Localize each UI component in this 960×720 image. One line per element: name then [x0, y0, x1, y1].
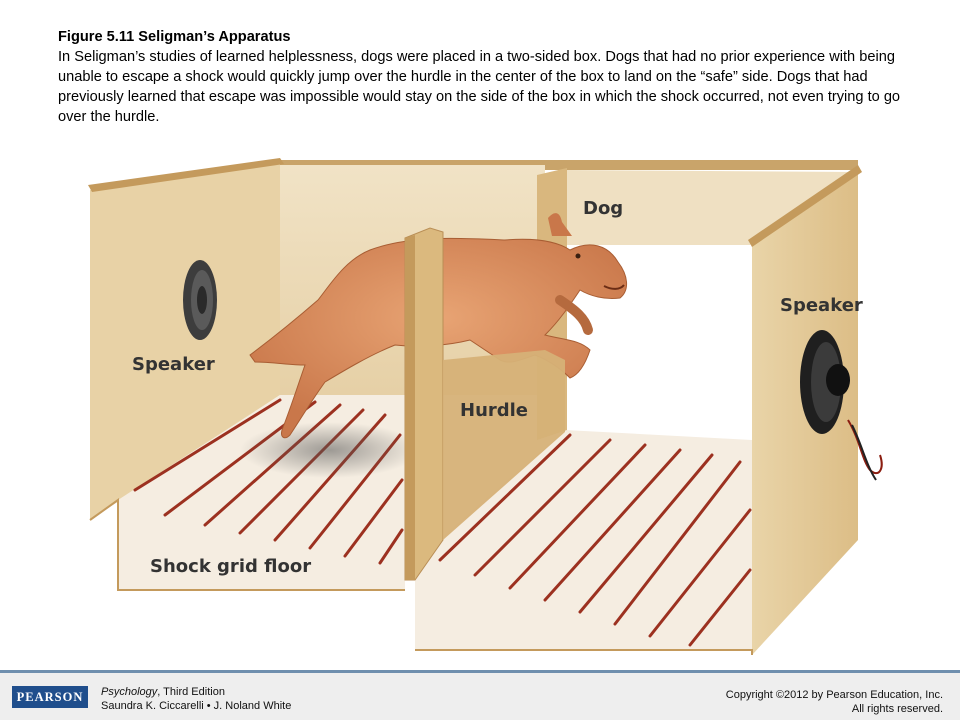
shock-grid-floor-label: Shock grid floor — [150, 556, 311, 577]
footer-bar — [0, 673, 960, 720]
box-front-right-edge — [415, 649, 753, 655]
figure-caption: Figure 5.11 Seligman’s Apparatus In Seli… — [58, 27, 918, 127]
left-end-wall — [90, 162, 280, 520]
figure-description: In Seligman’s studies of learned helples… — [58, 49, 901, 125]
copyright-line-1: Copyright ©2012 by Pearson Education, In… — [725, 689, 943, 701]
hurdle-lower-panel — [443, 350, 565, 540]
footer-rule — [0, 670, 960, 673]
book-authors: Saundra K. Ciccarelli • J. Noland White — [101, 700, 292, 712]
copyright-line-2: All rights reserved. — [851, 703, 943, 715]
left-speaker — [183, 260, 217, 340]
right-end-wall-top-edge — [748, 165, 862, 247]
right-speaker — [800, 330, 883, 481]
apparatus-illustration: Dog Speaker Speaker Hurdle Shock grid fl… — [88, 158, 883, 655]
back-wall-right-section — [565, 170, 855, 245]
copyright-notice: Copyright ©2012 by Pearson Education, In… — [726, 688, 943, 716]
dog-label: Dog — [583, 198, 623, 219]
shock-grid-right — [438, 433, 752, 647]
book-info: Psychology, Third Edition Saundra K. Cic… — [101, 685, 291, 713]
hurdle-front-edge — [405, 235, 415, 580]
box-front-edge — [89, 498, 405, 591]
dog-shadow — [240, 422, 420, 478]
book-title-line: Psychology, Third Edition — [101, 685, 291, 699]
speaker-right-label: Speaker — [780, 295, 863, 316]
floor-right — [415, 430, 752, 650]
figure-title: Figure 5.11 Seligman’s Apparatus — [58, 29, 291, 45]
speaker-left-label: Speaker — [132, 354, 215, 375]
book-edition: , Third Edition — [157, 686, 225, 698]
left-end-wall-top-edge — [88, 158, 284, 192]
hurdle-label: Hurdle — [460, 400, 528, 421]
pearson-logo: PEARSON — [12, 686, 88, 708]
book-title: Psychology — [101, 686, 158, 698]
